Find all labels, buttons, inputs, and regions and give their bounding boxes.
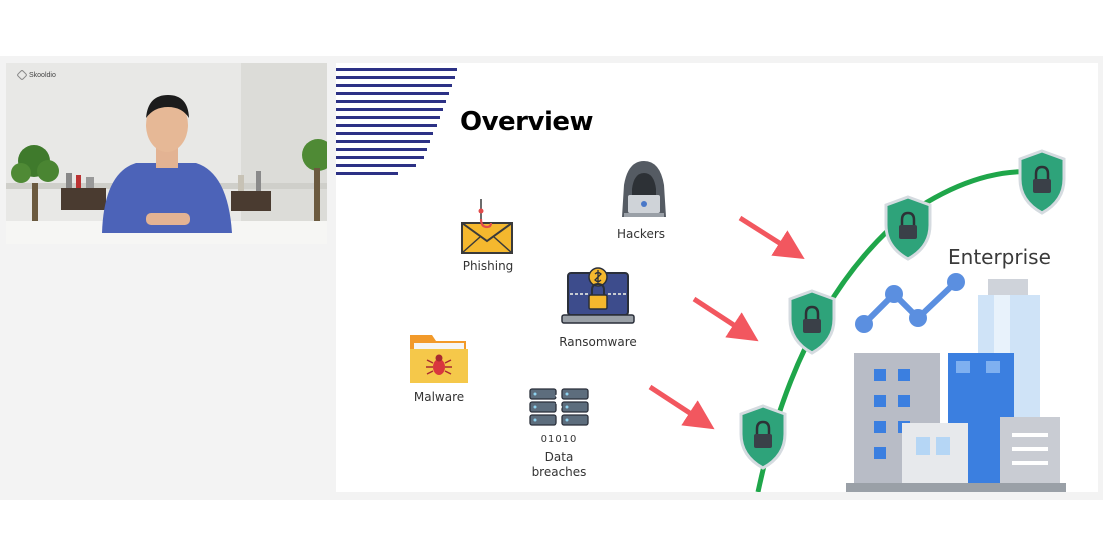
shield-lock-icon-2 (788, 289, 836, 355)
data-breaches-label-line1: Data (544, 450, 574, 464)
slide-title: Overview (460, 107, 594, 137)
security-perimeter (739, 149, 1066, 492)
presenter-scene (6, 63, 327, 244)
skooldio-logo: Skooldio (16, 69, 56, 81)
ransomware-label: Ransomware (559, 335, 637, 349)
webcam-video: Skooldio (6, 63, 327, 244)
skooldio-logo-icon (16, 69, 28, 81)
enterprise-label: Enterprise (948, 245, 1051, 269)
ransomware-icon (561, 267, 635, 324)
skooldio-logo-text: Skooldio (29, 71, 56, 79)
phishing-icon (461, 199, 513, 254)
perimeter-arc (755, 169, 1047, 492)
shield-lock-icon-4 (1018, 149, 1066, 215)
phishing-label: Phishing (462, 259, 514, 273)
malware-label: Malware (413, 390, 465, 404)
buildings-icon (846, 279, 1066, 492)
attack-arrows (648, 215, 805, 430)
hacker-icon (622, 161, 666, 217)
attack-arrow-1 (738, 215, 805, 260)
binary-text: 01010 (540, 434, 578, 445)
hackers-label: Hackers (616, 227, 666, 241)
malware-icon (410, 335, 468, 383)
attack-arrow-3 (648, 384, 715, 430)
line-chart-icon (855, 273, 965, 333)
data-breaches-label-line2: breaches (531, 465, 587, 479)
attack-arrow-2 (692, 296, 759, 342)
webcam-blank-area (6, 244, 327, 496)
shield-lock-icon-1 (739, 404, 787, 470)
shield-lock-icon-3 (884, 195, 932, 261)
data-breach-icon (529, 388, 589, 426)
presentation-slide: Overview Hackers Phishing Ransomware (336, 63, 1098, 492)
navy-stripes-decoration (336, 68, 457, 175)
